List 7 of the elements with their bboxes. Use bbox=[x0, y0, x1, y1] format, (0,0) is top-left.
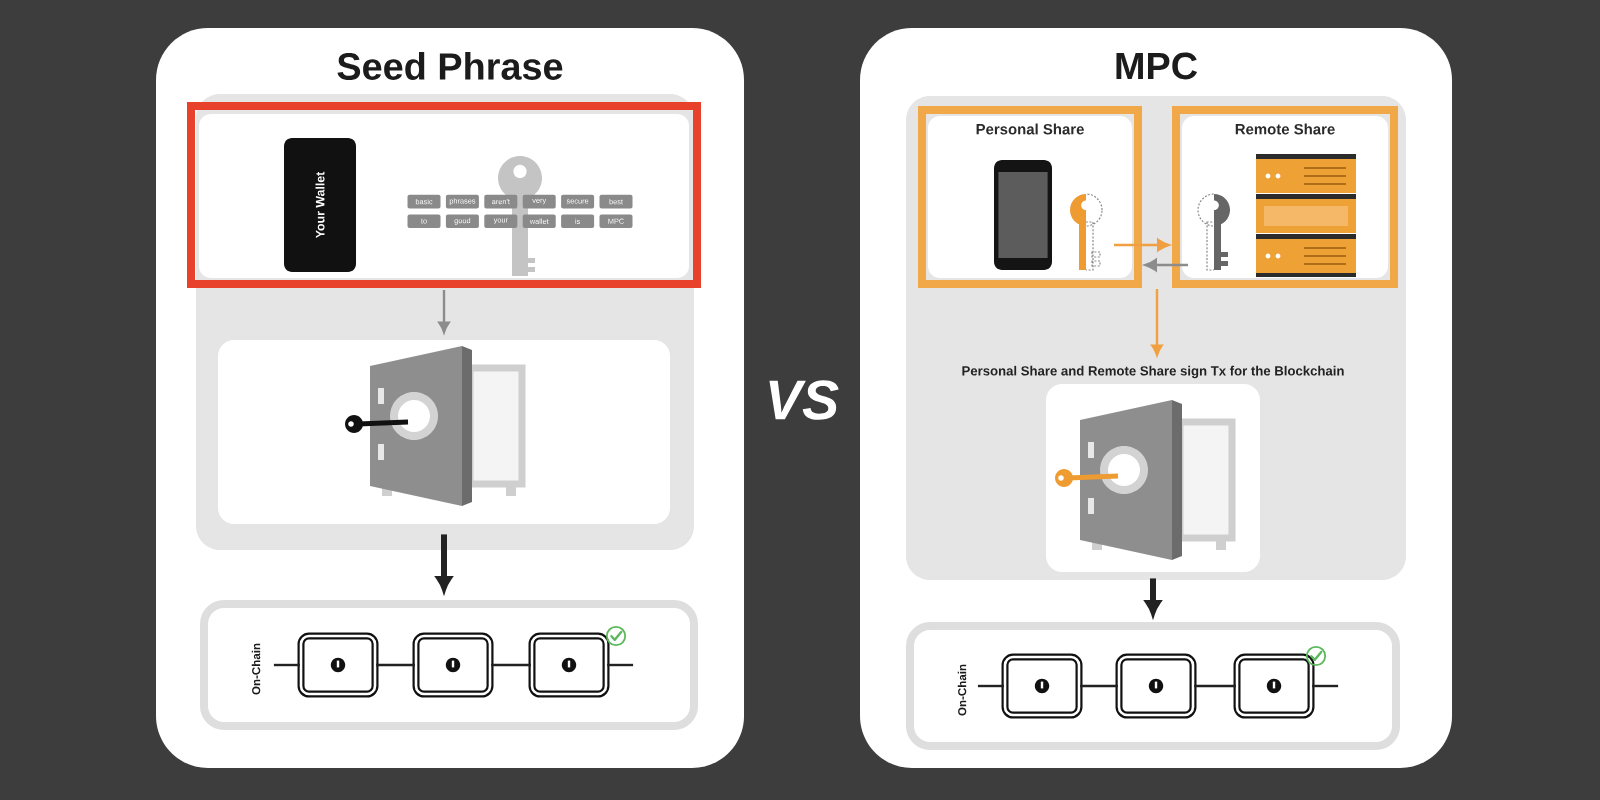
block bbox=[1115, 653, 1197, 719]
versus-text: VS bbox=[769, 380, 839, 420]
block bbox=[528, 632, 610, 698]
block bbox=[1001, 653, 1083, 719]
block bbox=[1233, 653, 1315, 719]
block bbox=[412, 632, 494, 698]
block bbox=[297, 632, 379, 698]
